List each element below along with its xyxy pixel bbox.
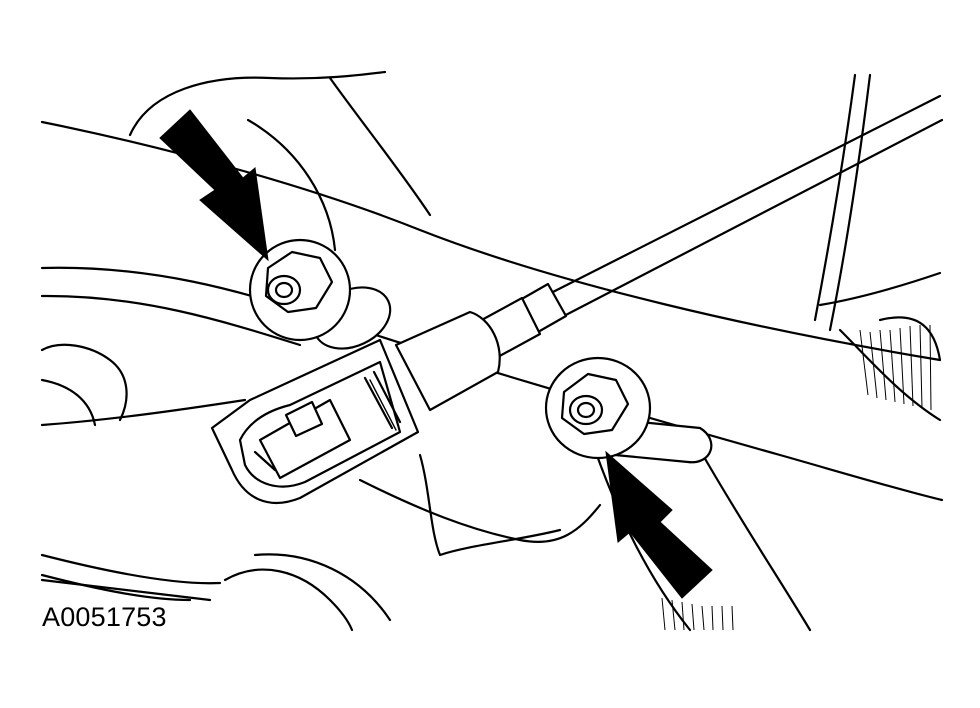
cable-bracket (210, 338, 420, 505)
figure-id-label: A0051753 (42, 602, 167, 632)
shading-right (661, 324, 932, 631)
shift-cable (394, 94, 944, 412)
arrow-lower (605, 450, 713, 599)
background-housing (40, 70, 944, 632)
arrow-upper (159, 109, 269, 262)
mounting-nut-upper (248, 238, 392, 350)
mounting-nut-lower (544, 356, 713, 464)
figure-leader-line (40, 578, 212, 602)
